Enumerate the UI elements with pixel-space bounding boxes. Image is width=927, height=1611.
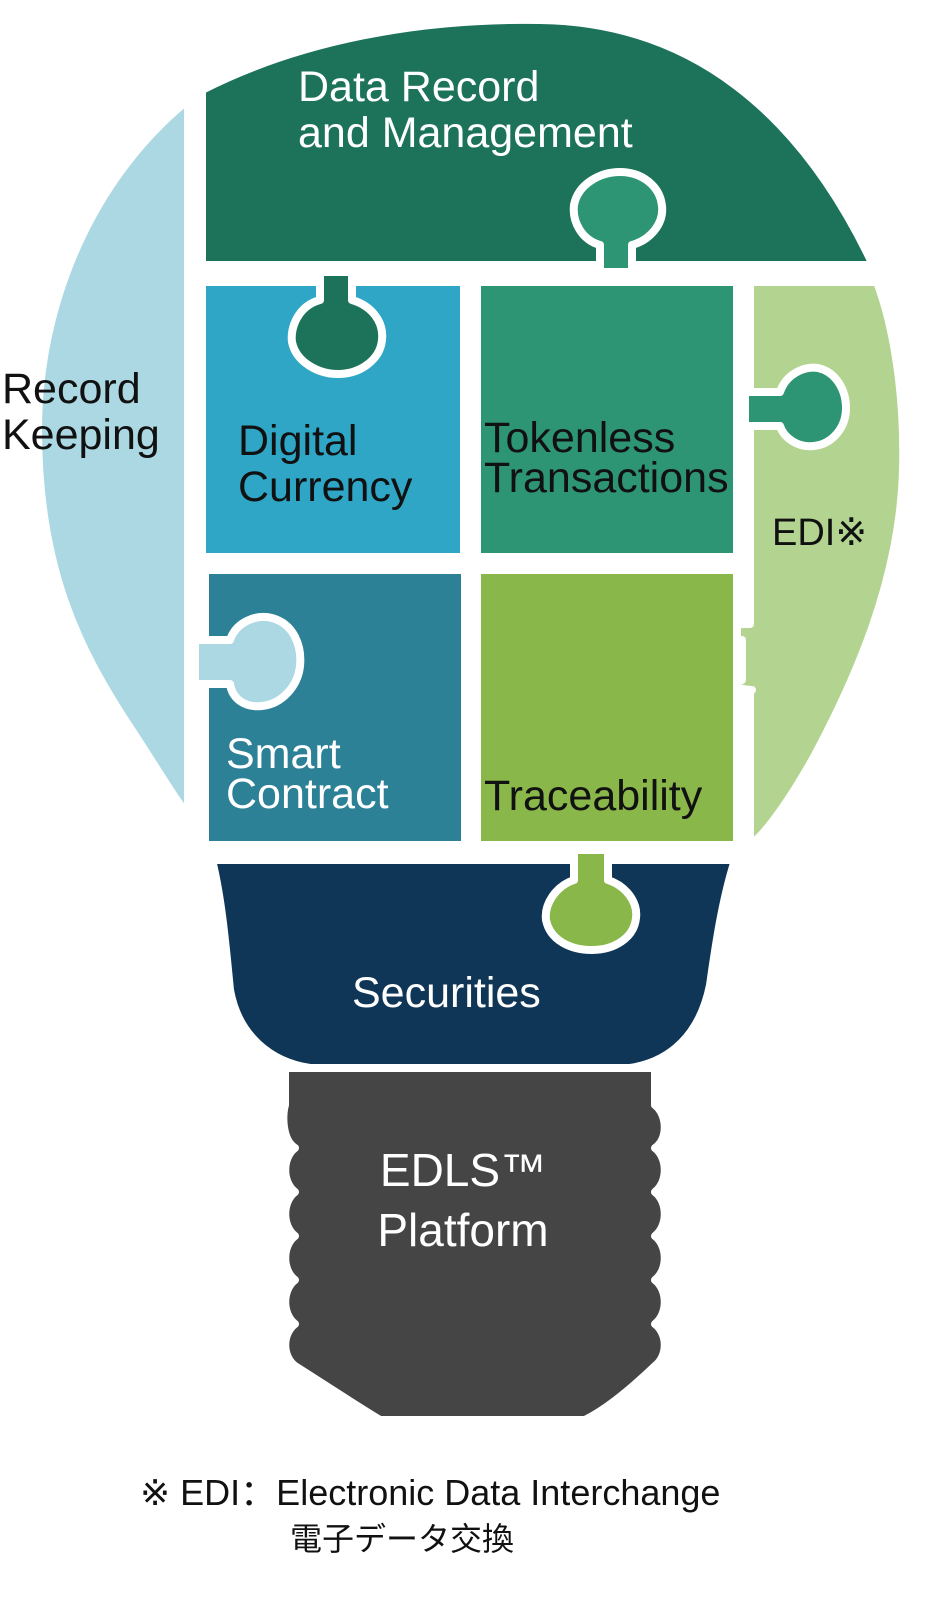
platform-label-line2: Platform: [377, 1204, 549, 1256]
traceability-piece: [473, 566, 741, 849]
platform-label: EDLS™ Platform: [358, 1140, 568, 1260]
platform-piece: [279, 1064, 669, 1424]
data-record-label-line2: and Management: [298, 109, 633, 157]
record-keeping-label-line1: Record: [2, 365, 141, 413]
traceability-label: Traceability: [484, 772, 703, 820]
record-keeping-label: Record Keeping: [2, 366, 160, 458]
data-record-label-line1: Data Record: [298, 63, 540, 111]
digital-currency-label-line2: Currency: [238, 463, 413, 511]
digital-currency-label-line1: Digital: [238, 417, 358, 465]
data-record-piece: [198, 15, 877, 269]
smart-contract-label-line1: Smart: [226, 730, 341, 778]
platform-label-line1: EDLS™: [379, 1144, 547, 1196]
smart-contract-piece: [201, 566, 469, 849]
data-record-tab-down: [287, 268, 387, 378]
footnote-line2: 電子データ交換: [290, 1520, 515, 1558]
smart-contract-label: Smart Contract: [226, 730, 389, 818]
securities-piece: [208, 856, 739, 1072]
tokenless-label: Tokenless Transactions: [484, 414, 729, 502]
smart-contract-label-line2: Contract: [226, 770, 389, 818]
digital-currency-label: Digital Currency: [238, 418, 412, 510]
record-keeping-label-line2: Keeping: [2, 411, 160, 459]
edi-label: EDI※: [772, 512, 868, 554]
tokenless-label-line2: Transactions: [484, 454, 729, 502]
lightbulb-puzzle-graphic: [34, 15, 904, 1424]
tokenless-transactions-piece: [473, 278, 741, 561]
tokenless-tab-right: [741, 363, 850, 451]
tokenless-tab-up: [569, 168, 667, 276]
record-keeping-piece: [34, 96, 192, 819]
record-keeping-tab-right: [191, 613, 305, 711]
data-record-label: Data Record and Management: [298, 64, 633, 156]
tokenless-label-line1: Tokenless: [484, 414, 676, 462]
traceability-tab-down: [541, 846, 641, 954]
footnote-line1: ※ EDI：Electronic Data Interchange: [140, 1472, 721, 1513]
footnote: ※ EDI：Electronic Data Interchange 電子データ交…: [140, 1470, 720, 1562]
securities-label: Securities: [352, 969, 541, 1017]
